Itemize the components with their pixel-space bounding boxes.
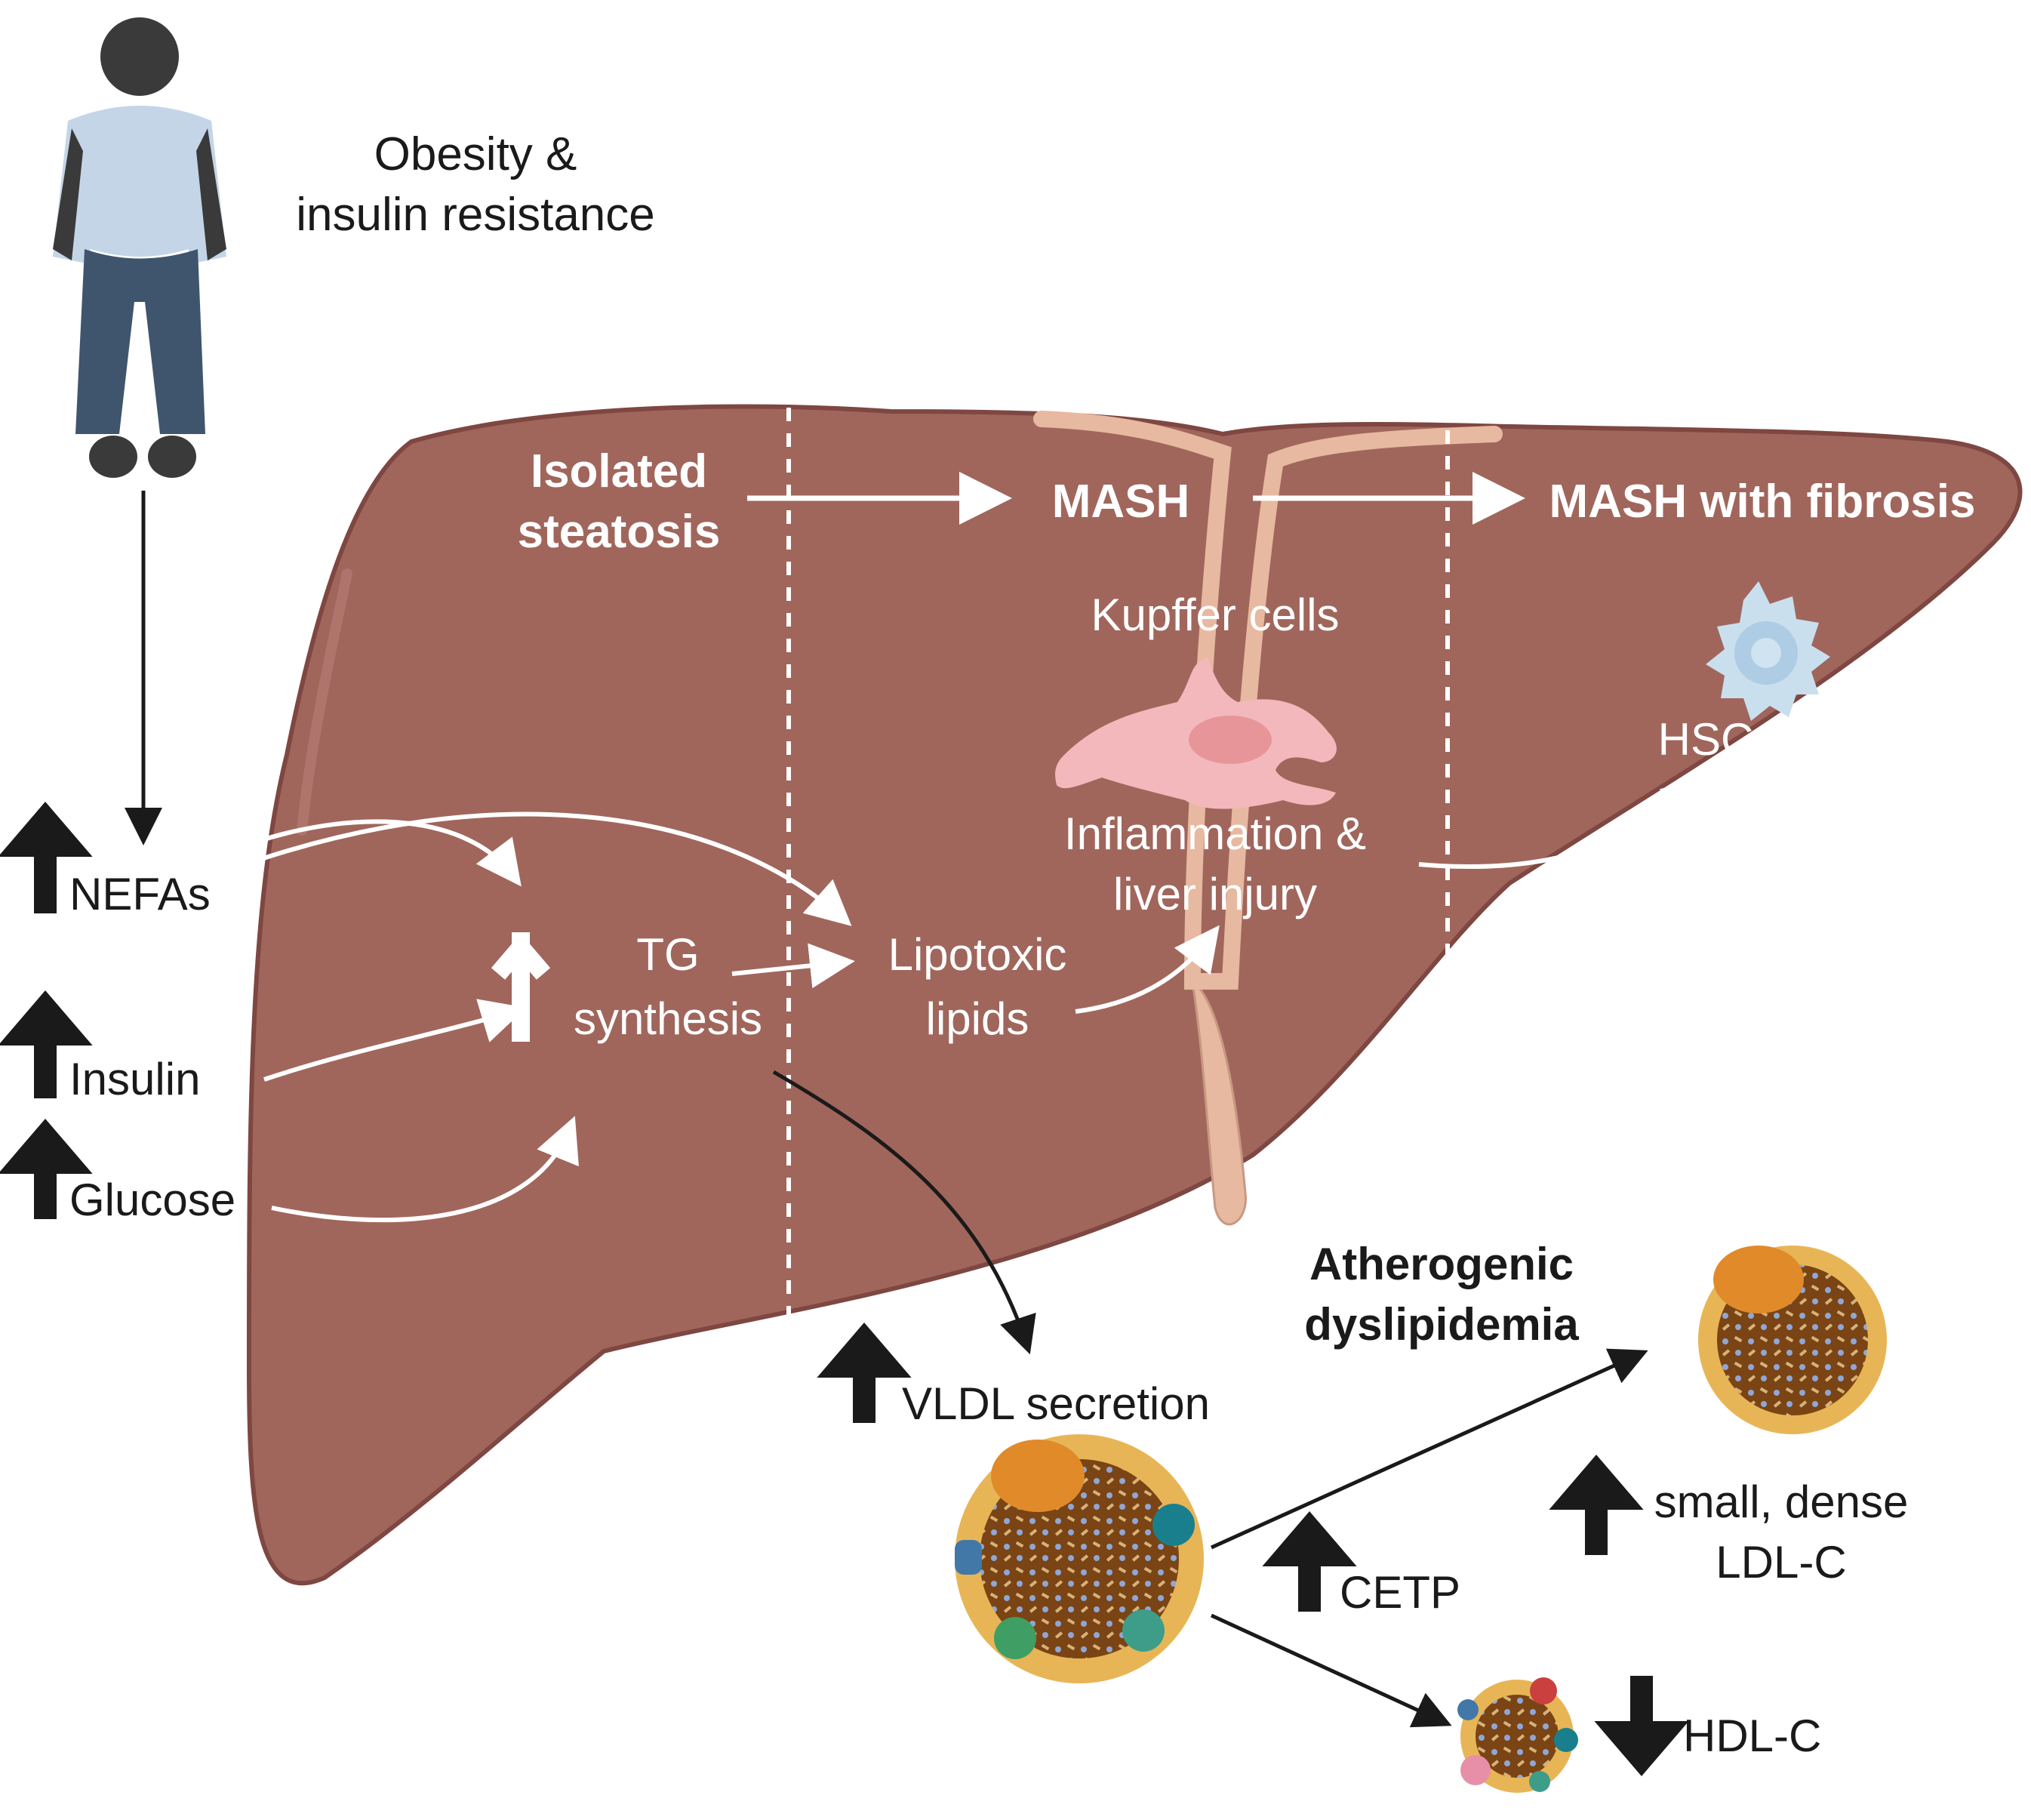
tg-line2: synthesis <box>574 993 762 1044</box>
arrow-nefa-to-lipotoxic <box>256 811 852 926</box>
up-arrow-icon <box>817 1322 912 1423</box>
arrow-glucose-to-tg <box>271 1116 579 1223</box>
atherogenic-line1: Atherogenic <box>1309 1239 1574 1289</box>
isolated-steatosis-line2: steatosis <box>518 506 721 558</box>
hdl-particle-icon <box>1457 1677 1578 1793</box>
arrow-tg-to-vldl <box>772 1070 1036 1355</box>
arrow-injury-to-hsc <box>1418 776 1709 870</box>
up-arrow-icon <box>0 1118 93 1219</box>
up-arrow-icon <box>1549 1454 1644 1555</box>
arrow-tg-to-lipotoxic <box>731 943 855 989</box>
stage-dividers <box>786 408 1450 1329</box>
up-arrow-icon <box>0 801 93 913</box>
nefas-label: NEFAs <box>69 869 211 919</box>
arrow-vldl-to-hdl <box>1210 1613 1452 1728</box>
ldl-line2: LDL-C <box>1716 1537 1846 1587</box>
up-arrow-icon <box>1262 1511 1357 1612</box>
mash-label: MASH <box>1052 476 1190 528</box>
vldl-particle-icon <box>955 1434 1204 1683</box>
ldl-line1: small, dense <box>1654 1477 1909 1527</box>
arrow-vldl-to-ldl <box>1210 1348 1648 1550</box>
kupffer-label: Kupffer cells <box>1091 590 1339 640</box>
lipotoxic-line1: Lipotoxic <box>888 929 1067 980</box>
hdl-label: HDL-C <box>1683 1711 1821 1761</box>
up-arrow-icon <box>0 990 93 1098</box>
insulin-label: Insulin <box>69 1054 200 1104</box>
arrow-lipotoxic-to-injury <box>1075 925 1220 1014</box>
stellate-cell-icon <box>1706 581 1830 721</box>
inflammation-line2: liver injury <box>1113 869 1317 919</box>
lipotoxic-line2: lipids <box>926 993 1029 1044</box>
obesity-label-line2: insulin resistance <box>296 189 655 241</box>
tg-line1: TG <box>636 929 699 980</box>
obesity-label-line1: Obesity & <box>374 128 577 180</box>
cetp-label: CETP <box>1340 1567 1460 1618</box>
arrow-insulin-to-tg <box>263 999 527 1082</box>
mash-fibrosis-label: MASH with fibrosis <box>1549 476 1976 528</box>
vldl-label: VLDL secretion <box>902 1378 1210 1429</box>
kupffer-cell-icon <box>1055 657 1337 809</box>
isolated-steatosis-line1: Isolated <box>531 445 707 497</box>
hsc-label: HSC <box>1658 714 1754 765</box>
down-arrow-icon <box>1594 1676 1689 1777</box>
glucose-label: Glucose <box>69 1175 235 1225</box>
atherogenic-line2: dyslipidemia <box>1304 1299 1579 1350</box>
ldl-particle-icon <box>1698 1246 1887 1434</box>
person-icon <box>53 17 226 478</box>
inflammation-line1: Inflammation & <box>1064 808 1366 859</box>
up-arrow-icon <box>491 932 551 1042</box>
